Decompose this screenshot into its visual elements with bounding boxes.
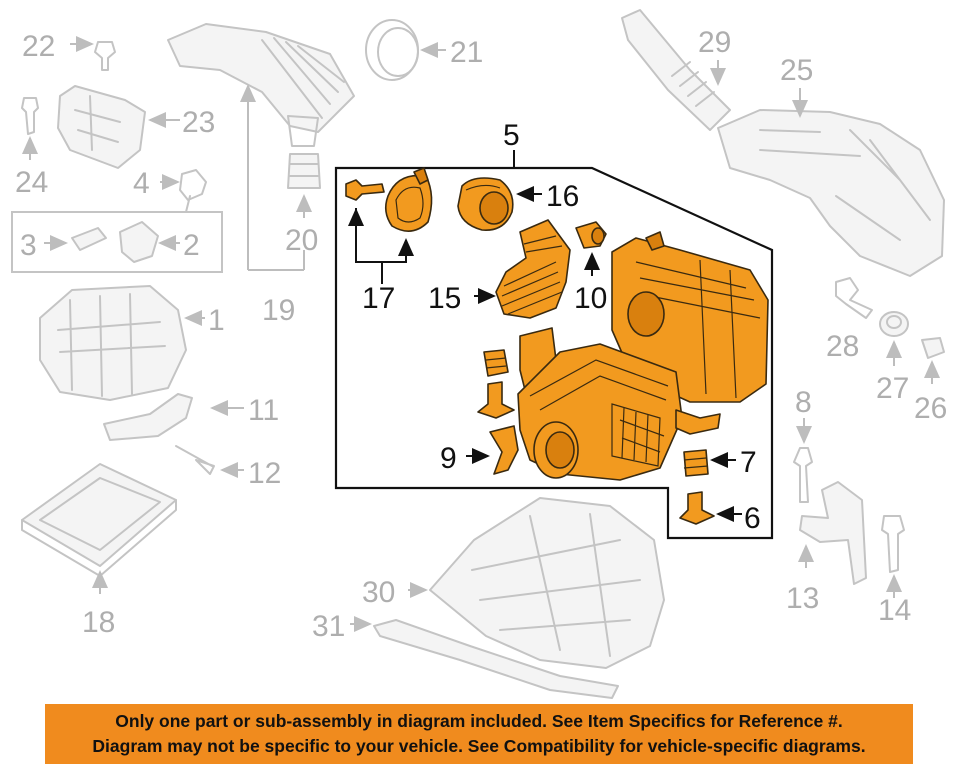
- callout-10: 10: [574, 282, 607, 315]
- callout-15: 15: [428, 282, 461, 315]
- part-14-bolt: [881, 515, 905, 598]
- part-collar: [477, 381, 515, 419]
- callout-12: 12: [248, 457, 281, 490]
- assembly-5-outline: [334, 166, 774, 540]
- part-28-bolt: [835, 277, 873, 319]
- air-cleaner-housing: [517, 231, 769, 481]
- callout-9: 9: [440, 442, 457, 475]
- disclaimer-line-1: Only one part or sub-assembly in diagram…: [115, 711, 843, 731]
- part-31-rail: [350, 616, 619, 699]
- callout-17: 17: [362, 282, 395, 315]
- part-19-intake-duct: [167, 23, 355, 271]
- callout-4: 4: [133, 167, 150, 200]
- callout-18: 18: [82, 606, 115, 639]
- callout-28: 28: [826, 330, 859, 363]
- callout-8: 8: [795, 386, 812, 419]
- part-8-bolt: [793, 418, 813, 503]
- part-16-coupler: [457, 177, 514, 231]
- disclaimer-banner: Only one part or sub-assembly in diagram…: [45, 704, 913, 764]
- part-29-hose: [621, 9, 731, 131]
- callout-2: 2: [183, 229, 200, 262]
- callout-31: 31: [312, 610, 345, 643]
- part-22-clip: [70, 36, 116, 71]
- part-12-bolt: [175, 445, 244, 478]
- part-1-resonator: [39, 285, 205, 401]
- part-17-bolt: [345, 179, 385, 201]
- part-24-bolt: [21, 97, 39, 160]
- part-15-bellows: [495, 219, 571, 319]
- callout-23: 23: [182, 106, 215, 139]
- part-4-bolt: [160, 169, 207, 213]
- part-25-manifold: [717, 88, 945, 277]
- part-10-connector: [575, 221, 607, 249]
- callout-19: 19: [262, 294, 295, 327]
- part-6-collar: [679, 491, 715, 525]
- part-21-clamp: [365, 19, 446, 81]
- part-17-clamp: [384, 167, 433, 232]
- part-13-bracket: [798, 481, 867, 585]
- part-9-clip: [489, 425, 519, 475]
- part-27-grommet: [879, 311, 909, 366]
- part-7-grommet: [683, 449, 709, 477]
- callout-5: 5: [503, 119, 520, 152]
- part-20-grommet: [287, 153, 321, 218]
- callout-21: 21: [450, 36, 483, 69]
- callout-1: 1: [208, 304, 225, 337]
- callout-3: 3: [20, 229, 37, 262]
- callout-24: 24: [15, 166, 48, 199]
- part-grommet-upper: [483, 349, 509, 377]
- callout-20: 20: [285, 224, 318, 257]
- callout-27: 27: [876, 372, 909, 405]
- callout-11: 11: [248, 394, 279, 427]
- callout-22: 22: [22, 30, 55, 63]
- part-3-sensor: [44, 227, 107, 251]
- callout-13: 13: [786, 582, 819, 615]
- callout-7: 7: [740, 446, 757, 479]
- callout-14: 14: [878, 594, 911, 627]
- callout-16: 16: [546, 180, 579, 213]
- callout-26: 26: [914, 392, 947, 425]
- part-2-sensor: [119, 221, 180, 263]
- part-26-grommet: [921, 337, 945, 384]
- callout-6: 6: [744, 502, 761, 535]
- callout-25: 25: [780, 54, 813, 87]
- part-23-bracket: [57, 85, 180, 169]
- disclaimer-line-2: Diagram may not be specific to your vehi…: [92, 736, 866, 756]
- part-11-bracket: [103, 393, 244, 441]
- callout-29: 29: [698, 26, 731, 59]
- callout-30: 30: [362, 576, 395, 609]
- part-30-under-cover: [408, 497, 665, 669]
- part-18-filter: [21, 463, 177, 594]
- part-2-3-box: [11, 211, 223, 273]
- parts-diagram: 22 24 23 4 3 2 1 11: [11, 9, 947, 699]
